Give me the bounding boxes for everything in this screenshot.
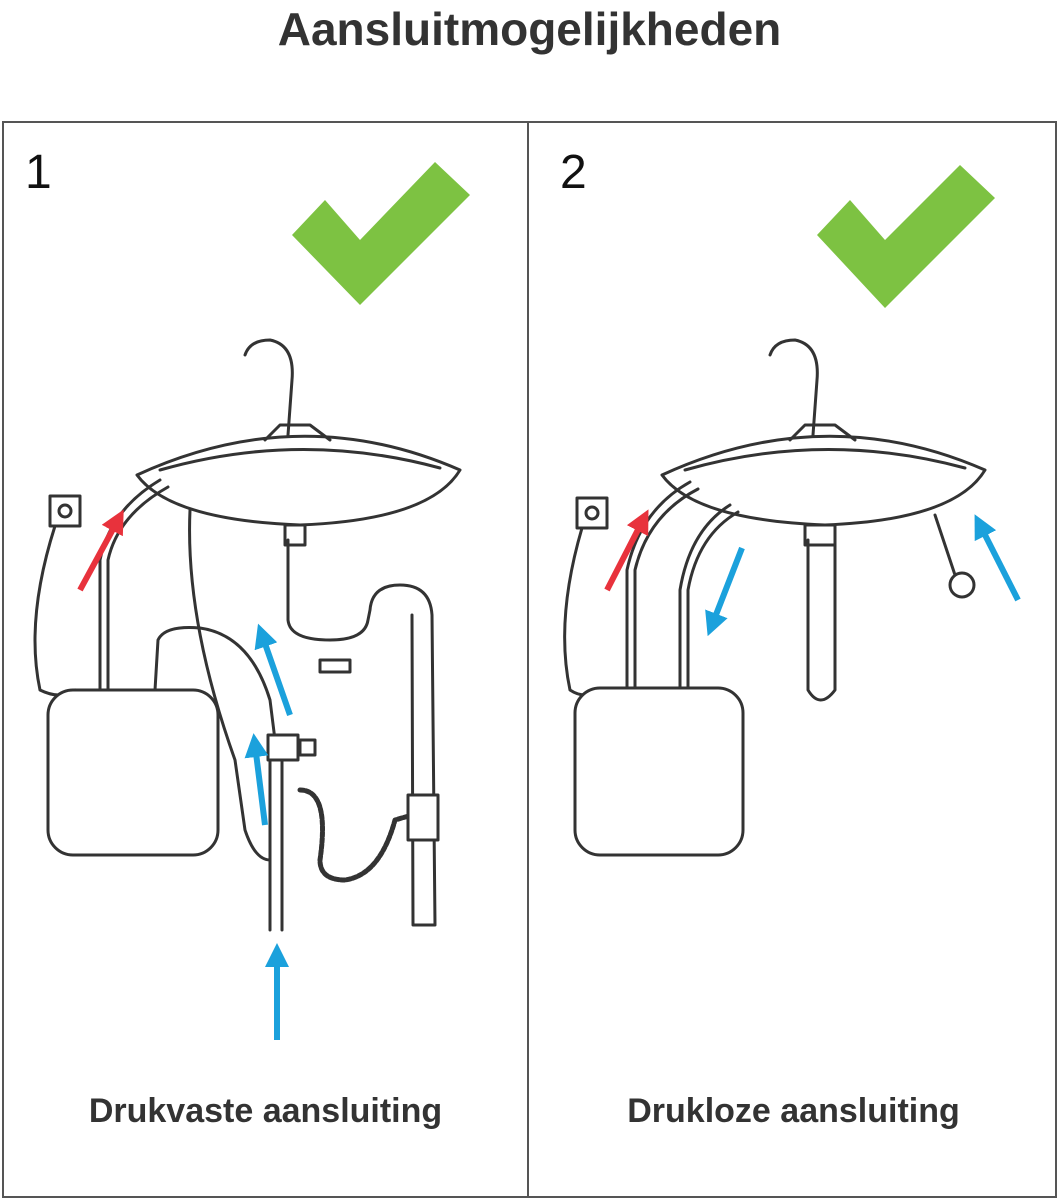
power-cable-1 xyxy=(33,524,77,697)
panel-number-2: 2 xyxy=(560,146,587,199)
caption-pressureless-connection: Drukloze aansluiting xyxy=(627,1092,960,1130)
sink-1 xyxy=(135,338,462,927)
socket-1 xyxy=(48,494,82,528)
cold-water-arrow xyxy=(244,733,269,826)
boiler-1 xyxy=(46,688,220,857)
page-title: Aansluitmogelijkheden xyxy=(277,3,782,55)
boiler-2 xyxy=(573,686,745,857)
cold-water-arrow xyxy=(974,514,1021,602)
power-cable-2 xyxy=(563,526,602,697)
checkmark-icon xyxy=(817,165,995,308)
sink-2 xyxy=(660,338,987,702)
panels-border xyxy=(2,121,1057,1198)
checkmark-icon xyxy=(292,162,470,305)
caption-pressure-connection: Drukvaste aansluiting xyxy=(88,1092,443,1130)
hot-water-arrow xyxy=(77,509,124,592)
cold-water-arrow xyxy=(705,546,745,637)
cold-water-arrow xyxy=(254,623,293,716)
hot-water-arrow xyxy=(604,509,649,592)
socket-2 xyxy=(575,496,609,530)
panel-number-1: 1 xyxy=(25,146,52,199)
